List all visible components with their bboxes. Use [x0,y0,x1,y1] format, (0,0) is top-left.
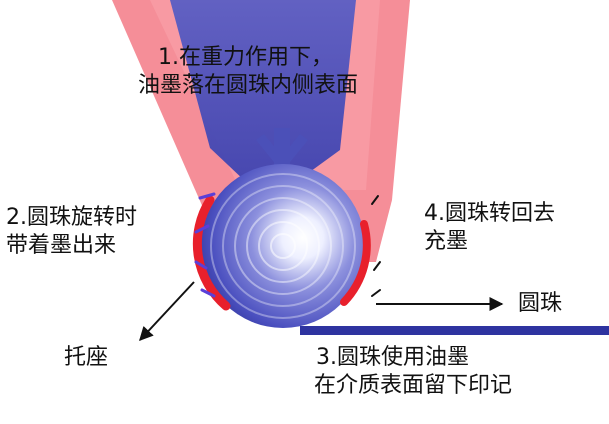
step1-line2: 油墨落在圆珠内侧表面 [138,73,359,98]
ink-reservoir [170,0,356,182]
step4-caption: 4.圆珠转回去 充墨 [424,200,555,256]
gravity-arrow-icon [256,128,308,172]
paper-surface [300,326,609,335]
step1-line1: 1.在重力作用下， [158,45,333,70]
ink-film-right [340,220,371,306]
step4-line2: 充墨 [424,229,469,254]
step3-line1: 3.圆珠使用油墨 [316,345,469,370]
ink-film-left [192,195,231,311]
flow-arrows-left-icon [194,192,216,298]
flow-arrows-right-icon [371,195,381,297]
step2-caption: 2.圆珠旋转时 带着墨出来 [6,204,137,260]
step3-caption: 3.圆珠使用油墨 在介质表面留下印记 [314,344,512,400]
ball-with-rings [201,164,365,328]
holder-label: 托座 [64,345,109,370]
step2-line1: 2.圆珠旋转时 [6,205,137,230]
step2-line2: 带着墨出来 [6,233,117,258]
ball-label: 圆珠 [518,291,563,316]
step3-line2: 在介质表面留下印记 [314,373,513,398]
step4-line1: 4.圆珠转回去 [424,201,555,226]
holder-pointer-arrow [139,281,195,342]
step1-caption: 1.在重力作用下， 油墨落在圆珠内侧表面 [138,44,358,100]
